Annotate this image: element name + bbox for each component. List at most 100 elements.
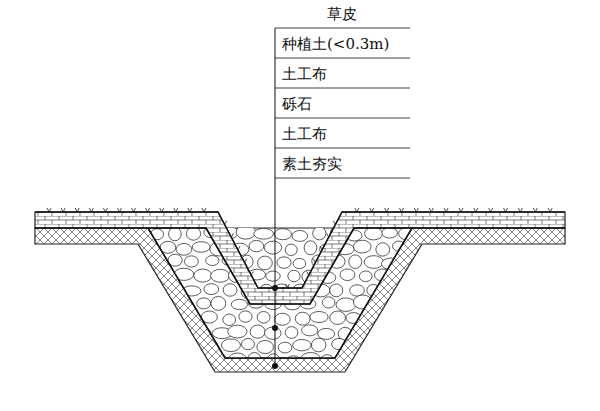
leader-dot <box>272 285 278 291</box>
grass-tuft <box>117 208 121 212</box>
pebble <box>293 258 306 268</box>
label-rules <box>275 28 410 178</box>
grass-tuft <box>533 208 537 212</box>
pebble <box>176 300 192 310</box>
pebble <box>167 310 184 323</box>
pebble <box>313 227 326 240</box>
pebble <box>266 271 281 281</box>
grass-tuft <box>355 208 359 212</box>
label-rule <box>275 148 410 149</box>
pebble <box>376 243 390 256</box>
pebble <box>186 227 200 240</box>
pebble <box>350 285 365 296</box>
pebble <box>150 311 164 325</box>
grass-tuft <box>385 208 389 212</box>
grass-tuft <box>320 246 324 250</box>
pebble <box>194 269 212 282</box>
pebble <box>257 340 274 353</box>
pebble <box>364 340 380 353</box>
pebble <box>154 356 174 366</box>
pebble <box>241 338 254 349</box>
pebble <box>372 323 390 336</box>
pebble <box>302 325 318 336</box>
grass-tuft <box>249 271 253 275</box>
pebble <box>400 256 418 270</box>
grass-tuft <box>75 208 79 212</box>
pebble <box>223 284 237 297</box>
grass-tuft <box>202 208 206 212</box>
pebble <box>391 355 409 368</box>
pebble <box>254 228 274 239</box>
pebble <box>390 298 407 308</box>
grass-tuft <box>307 271 311 275</box>
pebble <box>384 285 400 297</box>
pebble <box>239 311 252 322</box>
pebble <box>186 340 199 352</box>
pebble <box>278 342 292 353</box>
grass-tuft <box>459 208 463 212</box>
pebble <box>169 227 182 241</box>
grass-tuft <box>474 208 478 212</box>
pebble <box>249 240 264 251</box>
pebble <box>185 311 198 322</box>
pebble <box>311 338 325 352</box>
pebble <box>403 311 415 323</box>
pebble <box>359 271 372 282</box>
pebble <box>347 343 365 354</box>
pebble <box>322 297 335 308</box>
pebble <box>166 341 183 351</box>
grass-tuft <box>399 208 403 212</box>
pebble <box>402 341 419 353</box>
pebble <box>277 257 291 268</box>
pebble <box>293 340 311 351</box>
grass-tuft <box>414 208 418 212</box>
pebble <box>330 284 343 297</box>
pebble <box>285 244 297 255</box>
pebble <box>174 268 194 280</box>
pebble <box>365 227 383 240</box>
pebble <box>375 298 392 312</box>
pebble <box>197 298 211 309</box>
pebble <box>236 225 256 239</box>
geotextile-upper <box>35 228 565 304</box>
leader-dot <box>272 325 278 331</box>
pebble <box>206 256 219 266</box>
pebble <box>264 241 281 254</box>
layer-label: 土工布 <box>282 65 327 83</box>
grass-tuft <box>132 208 136 212</box>
pebble <box>221 339 240 352</box>
pebble <box>288 270 300 282</box>
pebble <box>211 269 230 282</box>
label-rule <box>275 58 410 59</box>
grass-tuft <box>174 208 178 212</box>
layer-label: 草皮 <box>327 5 357 23</box>
pebble <box>274 229 291 240</box>
grass-tuft <box>333 221 337 225</box>
pebble <box>318 328 335 339</box>
pebble <box>211 296 226 310</box>
pebble <box>150 343 162 353</box>
label-rule <box>275 28 410 29</box>
grass-tuft <box>243 259 247 263</box>
pebble <box>257 311 270 323</box>
leader-dot <box>272 363 278 369</box>
pebble <box>231 299 247 309</box>
layer-label: 素土夯实 <box>282 155 342 173</box>
grass-tuft <box>370 208 374 212</box>
pebble <box>403 284 416 295</box>
pebble <box>336 298 356 311</box>
pebble <box>367 312 381 325</box>
pebble <box>353 240 371 253</box>
pebble <box>285 327 298 339</box>
pebble <box>258 256 273 270</box>
pebble <box>382 339 400 352</box>
pebble <box>382 228 398 238</box>
ground-surface <box>35 212 565 288</box>
pebble <box>167 284 182 294</box>
grass-tuft <box>47 208 51 212</box>
pebble <box>340 354 354 367</box>
pebble <box>381 313 399 323</box>
grass-tuft <box>518 208 522 212</box>
grass-tuft <box>89 208 93 212</box>
